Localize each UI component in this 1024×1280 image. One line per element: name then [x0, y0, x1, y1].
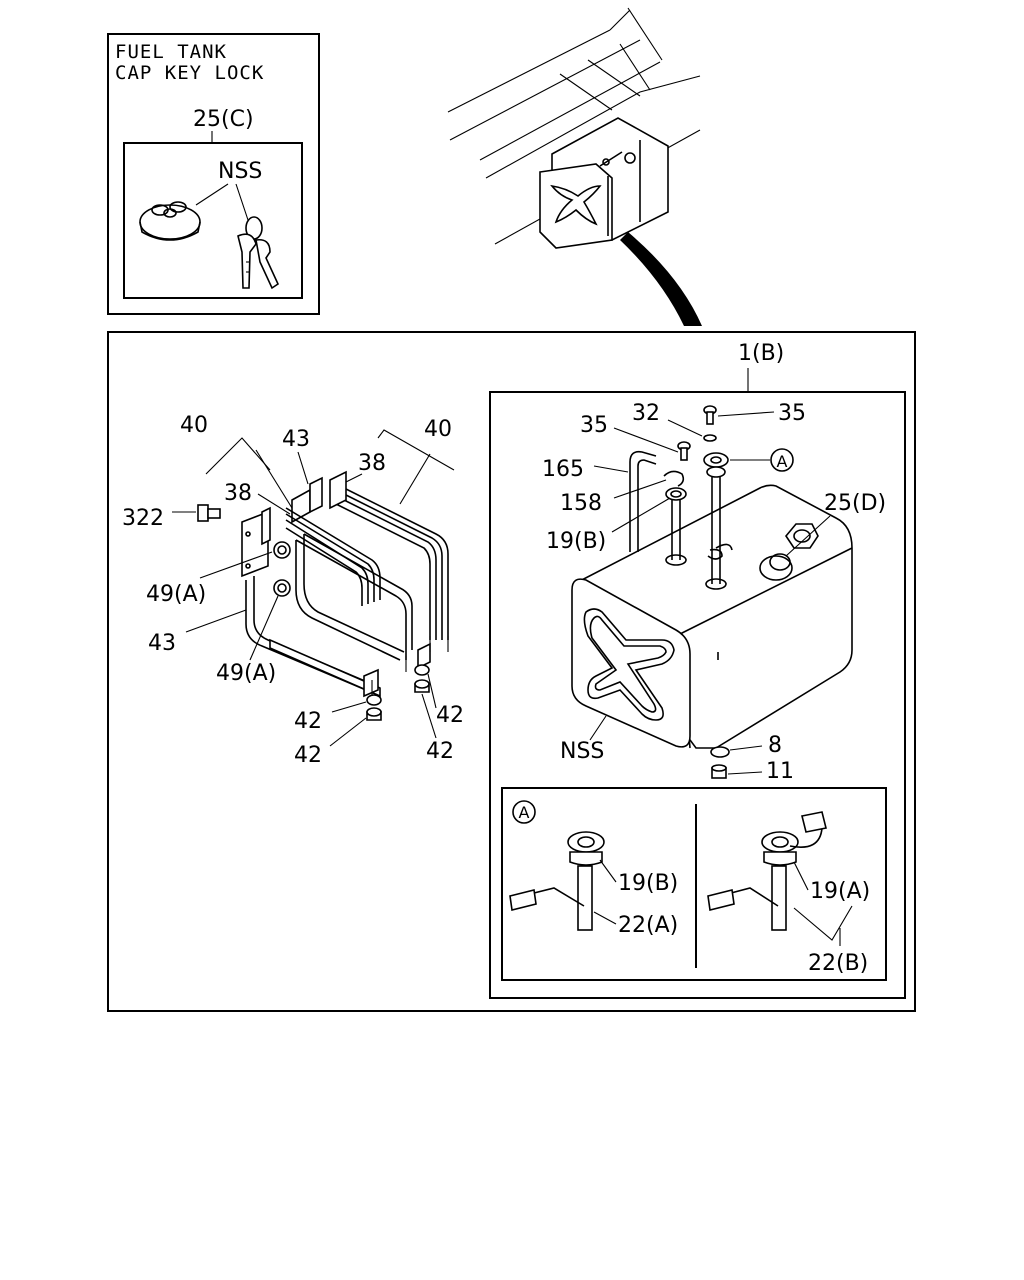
bracket-strap-assembly: 40 43 38 40 38 322	[122, 413, 464, 768]
bolt-322-icon	[197, 504, 221, 522]
callout-42-d: 42	[426, 739, 454, 764]
callout-32: 32	[632, 401, 660, 426]
detail-a-box: A 19(B) 22(A)	[501, 787, 887, 981]
callout-35-left: 35	[580, 413, 608, 438]
inset-title-line1: FUEL TANK	[115, 41, 227, 63]
callout-38-left: 38	[224, 481, 252, 506]
clamp-158-icon	[663, 470, 685, 487]
callout-11: 11	[766, 759, 794, 784]
callout-19b: 19(B)	[546, 529, 606, 554]
screw-35-left-icon	[677, 441, 691, 461]
callout-25d: 25(D)	[824, 491, 886, 516]
callout-38-top: 38	[358, 451, 386, 476]
fuel-cap-icon	[139, 201, 201, 241]
callout-42-c: 42	[436, 703, 464, 728]
detail-a-marker: A	[519, 803, 530, 822]
vehicle-location-sketch	[447, 7, 702, 326]
washer-32-icon	[703, 434, 717, 442]
callout-158: 158	[560, 491, 602, 516]
detail-left-19b: 19(B)	[618, 871, 678, 896]
marker-a-label: A	[777, 452, 788, 471]
fuel-tank-assembly: 1(B) NSS 25(D)	[489, 341, 906, 999]
detail-left-22a: 22(A)	[618, 913, 678, 938]
callout-42-a: 42	[294, 709, 322, 734]
callout-nss-inset: NSS	[218, 159, 262, 184]
gasket-8-icon	[710, 746, 730, 758]
nut-49a-upper-icon	[273, 541, 291, 559]
nut-42-icons	[366, 664, 430, 721]
callout-35-right: 35	[778, 401, 806, 426]
hose-165-icon	[629, 450, 657, 552]
keys-icon	[237, 216, 280, 290]
nut-49a-lower-icon	[273, 579, 291, 597]
callout-40-right: 40	[424, 417, 452, 442]
gauge-unit-22b-icon	[707, 811, 827, 931]
detail-right-22b: 22(B)	[808, 951, 868, 976]
drain-plug-11-icon	[711, 764, 727, 779]
marker-a-circle	[770, 448, 794, 472]
filler-neck-icon	[759, 553, 793, 581]
callout-43-top: 43	[282, 427, 310, 452]
gauge-unit-22a-icon	[509, 831, 605, 931]
callout-8: 8	[768, 733, 782, 758]
detail-right-19a: 19(A)	[810, 879, 870, 904]
callout-322: 322	[122, 506, 164, 531]
callout-40-left: 40	[180, 413, 208, 438]
cap-key-lock-inset: FUEL TANK CAP KEY LOCK 25(C) NSS	[107, 33, 320, 315]
callout-25c: 25(C)	[193, 107, 254, 132]
screw-35-right-icon	[703, 405, 717, 425]
sender-flange-icon	[703, 452, 729, 478]
callout-1b: 1(B)	[738, 341, 784, 366]
callout-nss-tank: NSS	[560, 739, 604, 764]
callout-165: 165	[542, 457, 584, 482]
main-diagram-frame	[107, 331, 916, 1012]
callout-43-bottom: 43	[148, 631, 176, 656]
callout-42-b: 42	[294, 743, 322, 768]
callout-49a-lower: 49(A)	[216, 661, 276, 686]
gasket-19b-icon	[665, 487, 687, 501]
callout-49a-upper: 49(A)	[146, 582, 206, 607]
inset-title-line2: CAP KEY LOCK	[115, 62, 264, 84]
